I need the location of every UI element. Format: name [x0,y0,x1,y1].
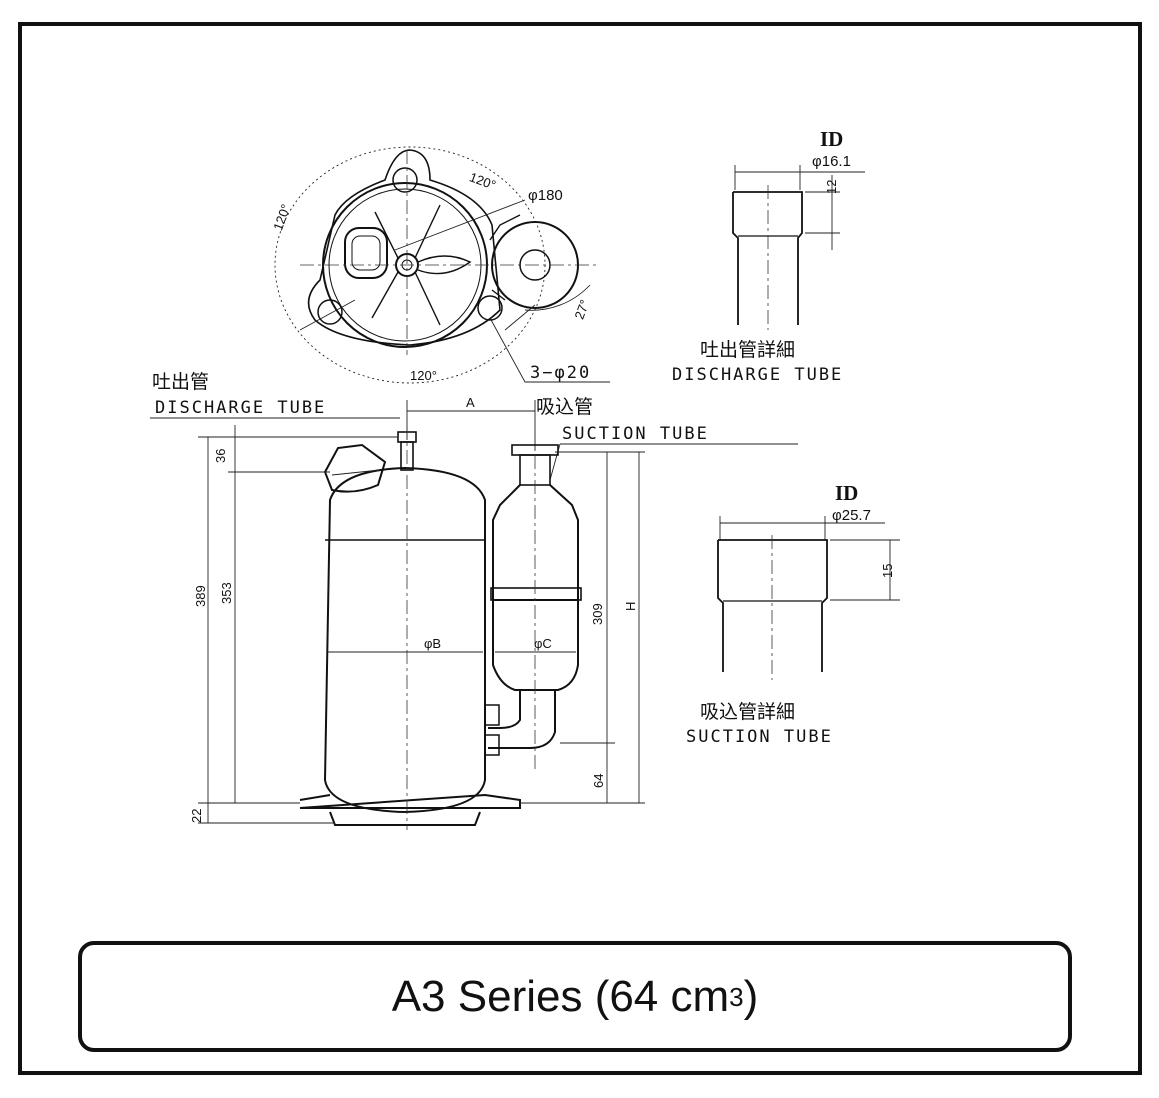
discharge-height-label: 12 [824,180,839,194]
dim-a-label: A [466,395,475,410]
angle-label-small: 27° [572,298,593,322]
discharge-detail-en: DISCHARGE TUBE [672,365,843,385]
dim-22-label: 22 [189,809,204,823]
discharge-id-label: ID [820,127,843,151]
dim-h-label: H [623,602,638,611]
drawing-frame [18,22,1142,1075]
discharge-tube-en: DISCHARGE TUBE [155,398,326,418]
angle-label-left: 120° [270,202,293,232]
dim-309-label: 309 [590,603,605,625]
suction-detail-en: SUCTION TUBE [686,727,833,747]
suction-id-label: ID [835,481,858,505]
dim-36-label: 36 [213,449,228,463]
top-view: 120° 120° 120° φ180 27° 3−φ20 [270,146,610,384]
discharge-tube-jp: 吐出管 [152,371,209,393]
outer-diameter-label: φ180 [528,187,563,204]
suction-tube-jp: 吸込管 [536,396,593,418]
discharge-diameter-label: φ16.1 [812,153,851,170]
discharge-tube-detail: ID φ16.1 12 吐出管詳細 DISCHARGE TUBE [672,127,865,385]
dim-353-label: 353 [219,582,234,604]
dim-b-label: φB [424,636,441,651]
suction-diameter-label: φ25.7 [832,507,871,524]
side-view: 吐出管 DISCHARGE TUBE 吸込管 SUCTION TUBE A [150,371,798,830]
suction-tube-detail: ID φ25.7 15 吸込管詳細 SUCTION TUBE [686,481,900,747]
series-title-close: ) [743,971,759,1021]
series-title: A3 Series (64 cm [391,971,730,1021]
angle-label-top: 120° [467,169,497,192]
dim-64-label: 64 [591,774,606,788]
holes-label: 3−φ20 [530,363,591,383]
angle-label-bottom: 120° [410,368,437,383]
dim-389-label: 389 [193,585,208,607]
suction-height-label: 15 [880,564,895,578]
suction-detail-jp: 吸込管詳細 [700,701,795,723]
discharge-detail-jp: 吐出管詳細 [700,339,795,361]
suction-tube-en: SUCTION TUBE [562,424,709,444]
dim-c-label: φC [534,636,552,651]
